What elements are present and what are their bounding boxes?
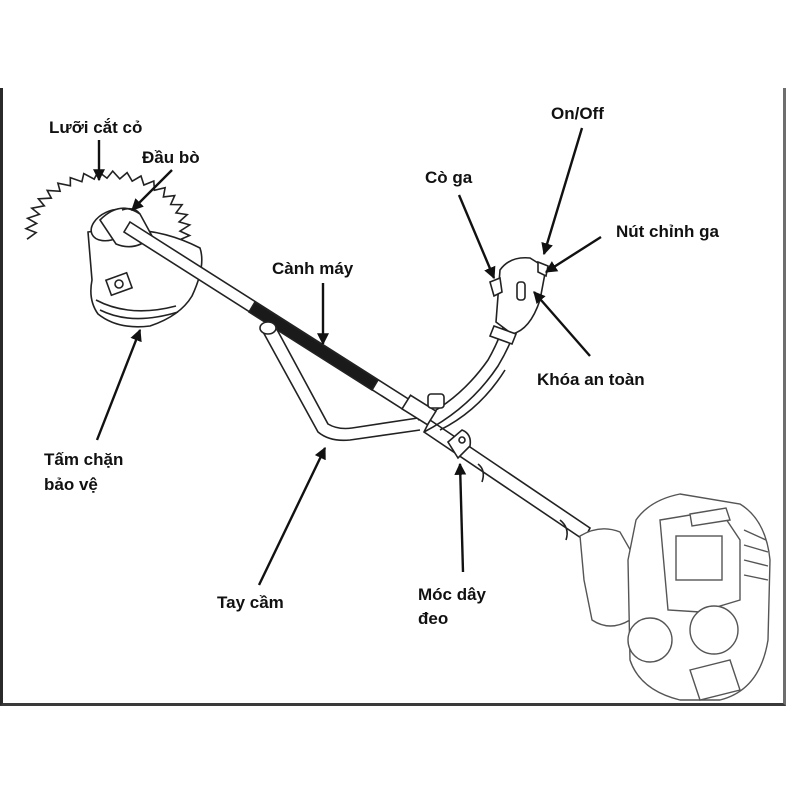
label-blade: Lưỡi cắt cỏ: [49, 118, 143, 137]
arrow-onoff: [541, 127, 584, 256]
label-strap-hook-line1: Móc dây: [418, 585, 487, 604]
diagram-frame: [0, 88, 786, 706]
label-throttle-knob: Nút chỉnh ga: [616, 222, 719, 241]
arrow-throttle-knob: [544, 235, 602, 274]
label-handle: Tay cầm: [217, 593, 284, 612]
shaft-clamps: [400, 393, 568, 541]
callout-arrows: [93, 127, 602, 586]
arrow-handle: [257, 446, 327, 586]
throttle-grip: [488, 256, 549, 346]
label-head: Đầu bò: [142, 148, 200, 167]
arrow-safety-lock: [533, 291, 591, 357]
arrow-guard: [95, 328, 142, 441]
label-guard-line2: bảo vệ: [44, 475, 98, 494]
engine: [579, 493, 771, 701]
arrow-head: [131, 169, 173, 211]
label-shaft: Cành máy: [272, 259, 354, 278]
arrow-trigger: [457, 194, 496, 280]
label-safety-lock: Khóa an toàn: [537, 370, 645, 389]
label-strap-hook-line2: đeo: [418, 609, 449, 628]
label-trigger: Cò ga: [425, 168, 473, 187]
handlebar: [259, 299, 523, 442]
label-onoff: On/Off: [551, 104, 604, 123]
arrow-strap-hook: [454, 462, 467, 573]
label-guard-line1: Tấm chặn: [44, 450, 124, 469]
